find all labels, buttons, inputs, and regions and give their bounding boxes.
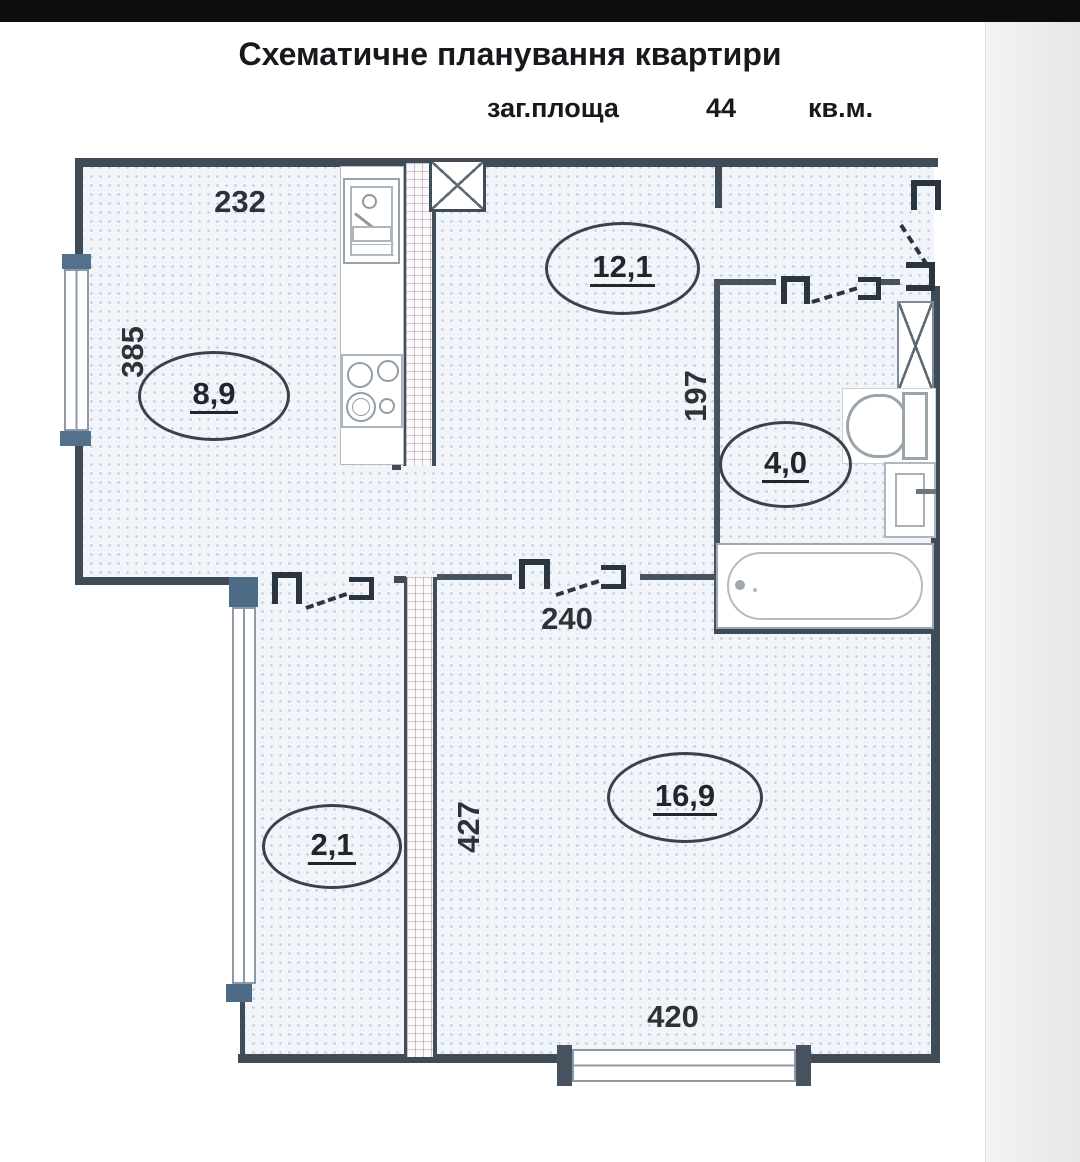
wall-balcony-left [240,1000,245,1056]
room-area-balcony: 2,1 [262,804,402,889]
room-area-kitchen: 8,9 [138,351,290,441]
wall-bathroom-top-b [876,279,900,285]
balcony-door-jamb-icon [349,577,374,600]
wall-kitchen-bottom [75,577,235,585]
dim-living-width: 420 [647,999,699,1034]
right-gray-band [985,22,1080,1162]
total-area-unit: кв.м. [808,93,874,123]
dim-living-depth: 427 [451,801,486,853]
floor-fill-upper [78,163,934,580]
bathroom-door-jamb-icon [781,276,810,304]
washbasin-tap-icon [916,489,936,494]
bathtub-inner [727,552,923,620]
room-area-living-value: 16,9 [652,780,718,816]
faucet-icon [362,194,377,209]
burner-icon [379,398,395,414]
room-area-balcony-value: 2,1 [308,829,356,865]
wall-right [931,286,940,1062]
vent-shaft-icon [429,159,486,212]
balcony-door-jamb-icon [272,572,302,604]
balcony-window [232,607,256,984]
room-area-bathroom: 4,0 [719,421,852,508]
burner-icon [377,360,399,382]
toilet-icon [846,394,908,458]
room-area-living: 16,9 [607,752,763,843]
wall-hall-living-b [640,574,714,580]
kitchen-window [64,269,89,431]
bathroom-door-jamb-icon [858,277,881,300]
room-area-bathroom-value: 4,0 [761,447,810,483]
living-window-cap-left [557,1045,572,1086]
top-black-bar [0,0,1080,22]
total-area-value: 44 [706,93,737,123]
living-door-jamb-icon [601,565,626,589]
washbasin-bowl [895,473,925,527]
burner-icon [347,362,373,388]
room-area-hall: 12,1 [545,222,700,315]
vent-shaft-bathroom-icon [897,301,934,391]
hatch-top-tick [394,576,406,583]
balcony-window-cap-bottom [226,984,252,1002]
bathtub-faucet-icon [735,580,745,590]
kitchen-window-cap-top [62,254,91,269]
hatch-wall-balcony [404,577,437,1057]
total-area-label: заг.площа [487,93,619,123]
kitchen-sink-drainer [350,244,394,256]
living-window-cap-right [796,1045,811,1086]
room-area-kitchen-value: 8,9 [190,378,238,414]
burner-icon [352,398,370,416]
wall-top [75,158,938,167]
toilet-tank-icon [902,392,928,460]
page-title: Схематичне планування квартири [238,36,782,72]
hatch-wall-kitchen [403,163,436,466]
wall-bathroom-bottom [714,626,940,634]
wall-entry-stub [715,163,722,208]
wall-hall-living-a [437,574,512,580]
bathtub-drain-icon [753,588,757,592]
living-door-jamb-icon [519,559,550,589]
room-area-hall-value: 12,1 [590,251,655,287]
dim-hall-opening: 240 [541,601,593,636]
balcony-window-cap-top [229,577,258,607]
entrance-door-jamb-icon [906,262,935,291]
living-window [572,1049,796,1082]
wall-bathroom-left [714,281,720,631]
kitchen-window-cap-bottom [60,431,91,446]
entrance-door-jamb-icon [911,180,941,210]
kitchen-sink-bowl [352,226,392,242]
dim-bathroom-wall: 197 [678,370,713,422]
wall-bathroom-top-a [714,279,776,285]
dim-kitchen-width: 232 [214,184,266,219]
